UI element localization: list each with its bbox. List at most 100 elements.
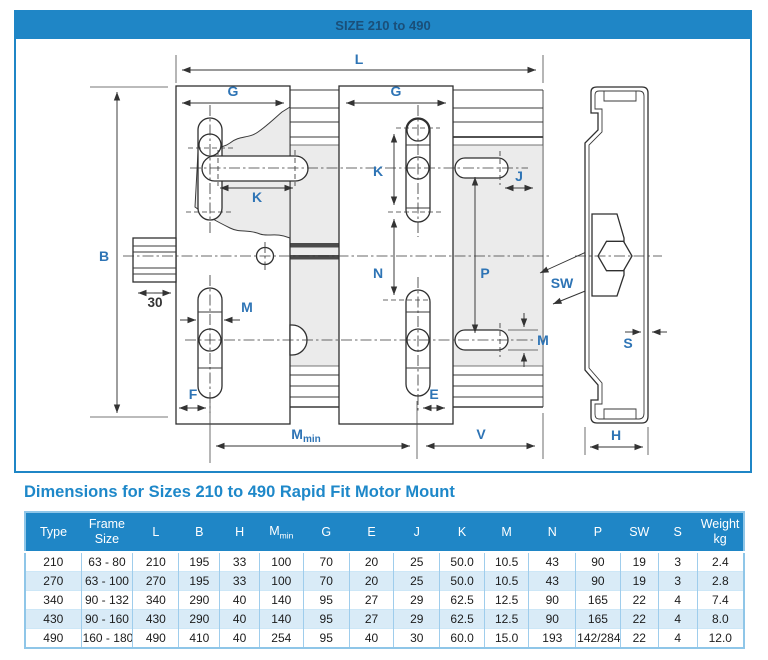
table-cell: 165: [575, 590, 621, 610]
table-cell: 410: [178, 628, 221, 648]
table-cell: 62.5: [439, 590, 485, 610]
dim-label-P: P: [480, 265, 489, 281]
table-cell: 15.0: [484, 628, 530, 648]
table-cell: 40: [219, 628, 260, 648]
table-cell: 50.0: [439, 551, 485, 572]
table-cell: 90: [575, 551, 621, 572]
table-cell: 20: [349, 571, 395, 591]
column-header: K: [439, 512, 485, 553]
column-header: E: [349, 512, 394, 553]
front-view: L G G B 30 K M F Mmin E V K N J P M SW: [90, 51, 631, 463]
table-cell: 63 - 80: [81, 551, 134, 572]
figure-header: SIZE 210 to 490: [16, 12, 750, 39]
table-cell: 210: [132, 551, 180, 572]
table-cell: 90 - 132: [81, 590, 134, 610]
shaft-block: [132, 237, 177, 283]
dim-label-K-horizontal: K: [252, 189, 262, 205]
table-cell: 33: [219, 551, 260, 572]
table-cell: 340: [25, 590, 82, 610]
table-cell: 8.0: [697, 609, 744, 629]
table-cell: 430: [25, 609, 82, 629]
table-cell: 12.0: [697, 628, 744, 648]
table-cell: 50.0: [439, 571, 485, 591]
dim-label-G-mid: G: [391, 83, 402, 99]
table-cell: 254: [259, 628, 304, 648]
dim-label-E: E: [429, 386, 438, 402]
table-cell: 142/284: [575, 628, 621, 648]
table-cell: 4: [658, 590, 698, 610]
dim-label-L: L: [355, 51, 364, 67]
table-cell: 22: [620, 590, 659, 610]
table-cell: 70: [303, 571, 350, 591]
table-cell: 90: [528, 609, 577, 629]
dim-label-Mmin: Mmin: [291, 426, 320, 445]
column-header: Mmin: [259, 512, 304, 553]
clip-notch-bottom: [603, 408, 637, 419]
column-header: L: [132, 512, 179, 553]
table-cell: 140: [259, 590, 304, 610]
dimension-lines: [90, 55, 631, 463]
table-cell: 2.8: [697, 571, 744, 591]
centerlines: [123, 105, 552, 413]
table-cell: 3: [658, 571, 698, 591]
table-cell: 430: [132, 609, 180, 629]
column-header: G: [303, 512, 350, 553]
table-cell: 29: [393, 609, 441, 629]
column-header: N: [528, 512, 576, 553]
column-header: S: [658, 512, 698, 553]
table-cell: 160 - 180: [81, 628, 134, 648]
table-cell: 22: [620, 609, 659, 629]
column-header: SW: [620, 512, 659, 553]
column-header: P: [575, 512, 621, 553]
figure-box: SIZE 210 to 490: [14, 10, 752, 473]
table-cell: 20: [349, 551, 395, 572]
clamp-band: [290, 255, 339, 260]
table-cell: 25: [393, 551, 441, 572]
table-cell: 25: [393, 571, 441, 591]
dim-label-V: V: [476, 426, 486, 442]
table-cell: 63 - 100: [81, 571, 134, 591]
table-cell: 7.4: [697, 590, 744, 610]
table-cell: 19: [620, 551, 659, 572]
table-cell: 270: [25, 571, 82, 591]
dim-label-S: S: [623, 335, 632, 351]
table-cell: 195: [178, 571, 221, 591]
dim-label-H: H: [611, 427, 621, 443]
table-cell: 2.4: [697, 551, 744, 572]
figure-header-text: SIZE 210 to 490: [335, 18, 431, 33]
table-cell: 40: [349, 628, 395, 648]
dim-label-M-right: M: [537, 332, 549, 348]
technical-drawing: L G G B 30 K M F Mmin E V K N J P M SW: [90, 51, 667, 463]
table-cell: 4: [658, 628, 698, 648]
table-cell: 195: [178, 551, 221, 572]
table-cell: 29: [393, 590, 441, 610]
dim-label-K-vertical: K: [373, 163, 383, 179]
table-cell: 19: [620, 571, 659, 591]
table-cell: 70: [303, 551, 350, 572]
table-cell: 165: [575, 609, 621, 629]
table-cell: 90 - 160: [81, 609, 134, 629]
slot-k-horizontal: [201, 155, 309, 182]
table-cell: 100: [259, 551, 304, 572]
table-cell: 22: [620, 628, 659, 648]
column-header: B: [178, 512, 220, 553]
table-cell: 40: [219, 609, 260, 629]
table-cell: 62.5: [439, 609, 485, 629]
table-cell: 10.5: [484, 571, 530, 591]
table-cell: 90: [575, 571, 621, 591]
dim-label-G-left: G: [228, 83, 239, 99]
dim-label-B: B: [99, 248, 109, 264]
dim-label-J: J: [515, 168, 523, 184]
column-header: Type: [25, 512, 82, 553]
table-cell: 270: [132, 571, 180, 591]
dim-label-N: N: [373, 265, 383, 281]
table-cell: 90: [528, 590, 577, 610]
table-cell: 193: [528, 628, 577, 648]
